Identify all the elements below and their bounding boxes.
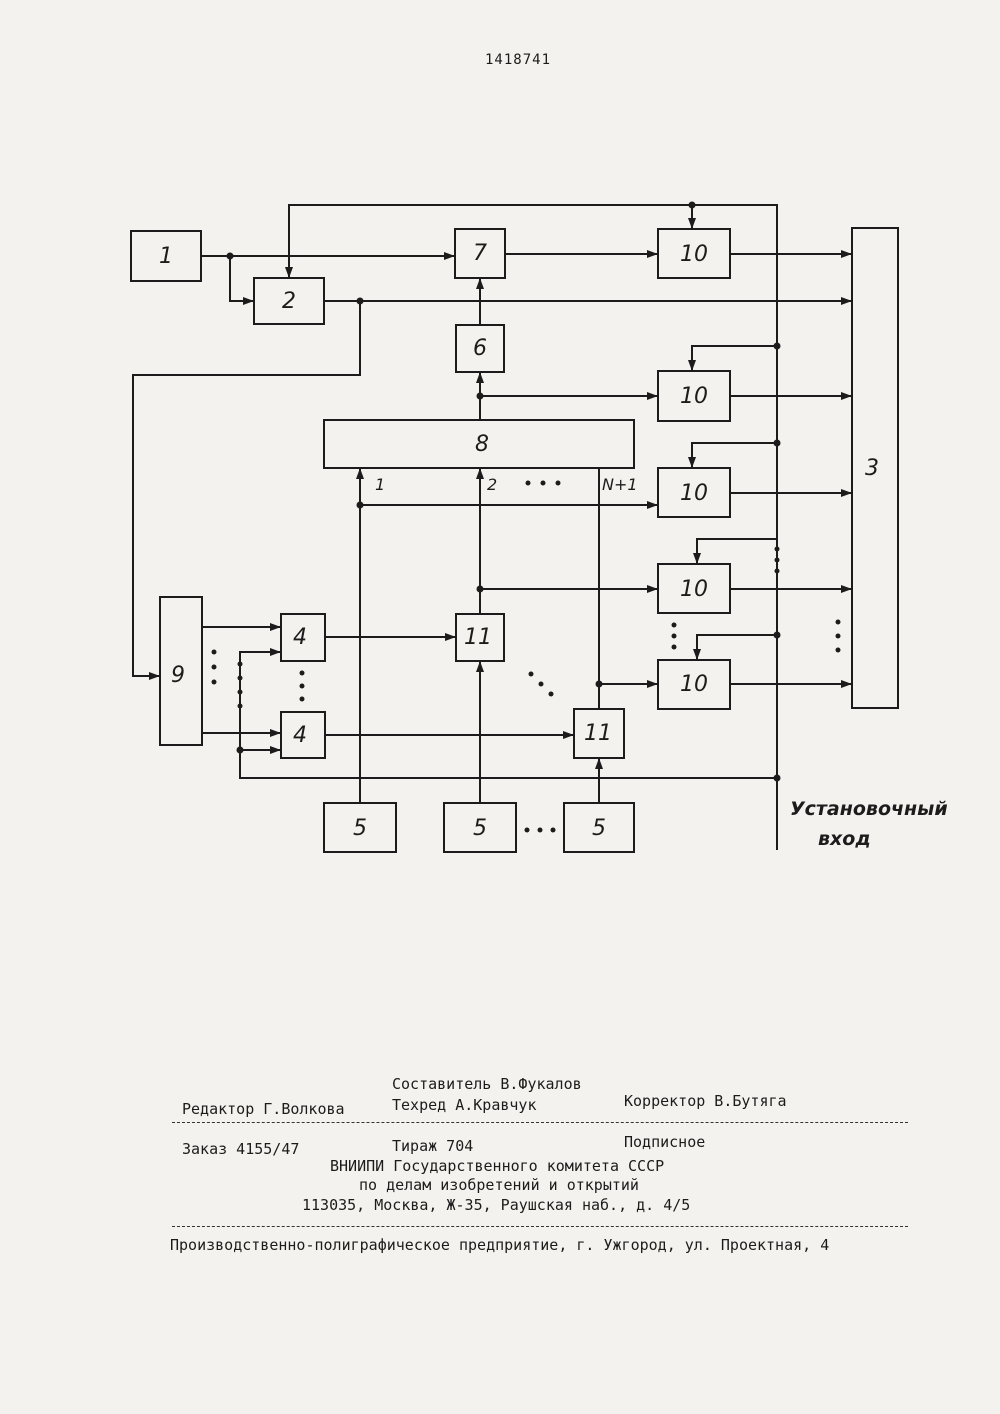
footer-divider-bottom [172,1226,908,1227]
block-7-label: 7 [473,241,487,266]
block-6-label: 6 [473,336,487,361]
block-10-e-label: 10 [680,672,708,697]
block-1-label: 1 [159,244,173,269]
subscription: Подписное [624,1133,705,1151]
setup-input-label-line2: вход [818,828,871,850]
block-10-d-label: 10 [680,577,708,602]
input-2-label: 2 [487,475,497,494]
org-line1: ВНИИПИ Государственного комитета СССР [330,1157,664,1175]
block-3-label: 3 [865,456,879,481]
block-4-a-label: 4 [293,625,307,650]
block-11-b-label: 11 [584,721,612,746]
block-2-label: 2 [282,289,296,314]
block-10-b-label: 10 [680,384,708,409]
footer-divider-top [172,1122,908,1123]
block-8-label: 8 [475,432,489,457]
editor: Редактор Г.Волкова [182,1100,345,1118]
address: 113035, Москва, Ж-35, Раушская наб., д. … [302,1196,690,1214]
setup-input-label-line1: Установочный [790,798,948,820]
block-9-label: 9 [171,663,185,688]
block-4-b-label: 4 [293,723,307,748]
order: Заказ 4155/47 [182,1140,299,1158]
block-11-a-label: 11 [464,625,492,650]
block-10-a-label: 10 [680,242,708,267]
block-5-a-label: 5 [353,816,367,841]
input-1-label: 1 [375,475,385,494]
block-5-c-label: 5 [592,816,606,841]
block-diagram: 1 2 7 6 8 3 10 10 10 10 10 9 4 4 11 11 5… [0,0,1000,1000]
circulation: Тираж 704 [392,1137,473,1155]
input-n-label: N+1 [602,475,638,494]
block-10-c-label: 10 [680,481,708,506]
org-line2: по делам изобретений и открытий [359,1176,639,1194]
techred: Техред А.Кравчук [392,1096,537,1114]
printer: Производственно-полиграфическое предприя… [170,1236,829,1254]
block-5-b-label: 5 [473,816,487,841]
corrector: Корректор В.Бутяга [624,1092,787,1110]
compiler: Составитель В.Фукалов [392,1075,582,1093]
